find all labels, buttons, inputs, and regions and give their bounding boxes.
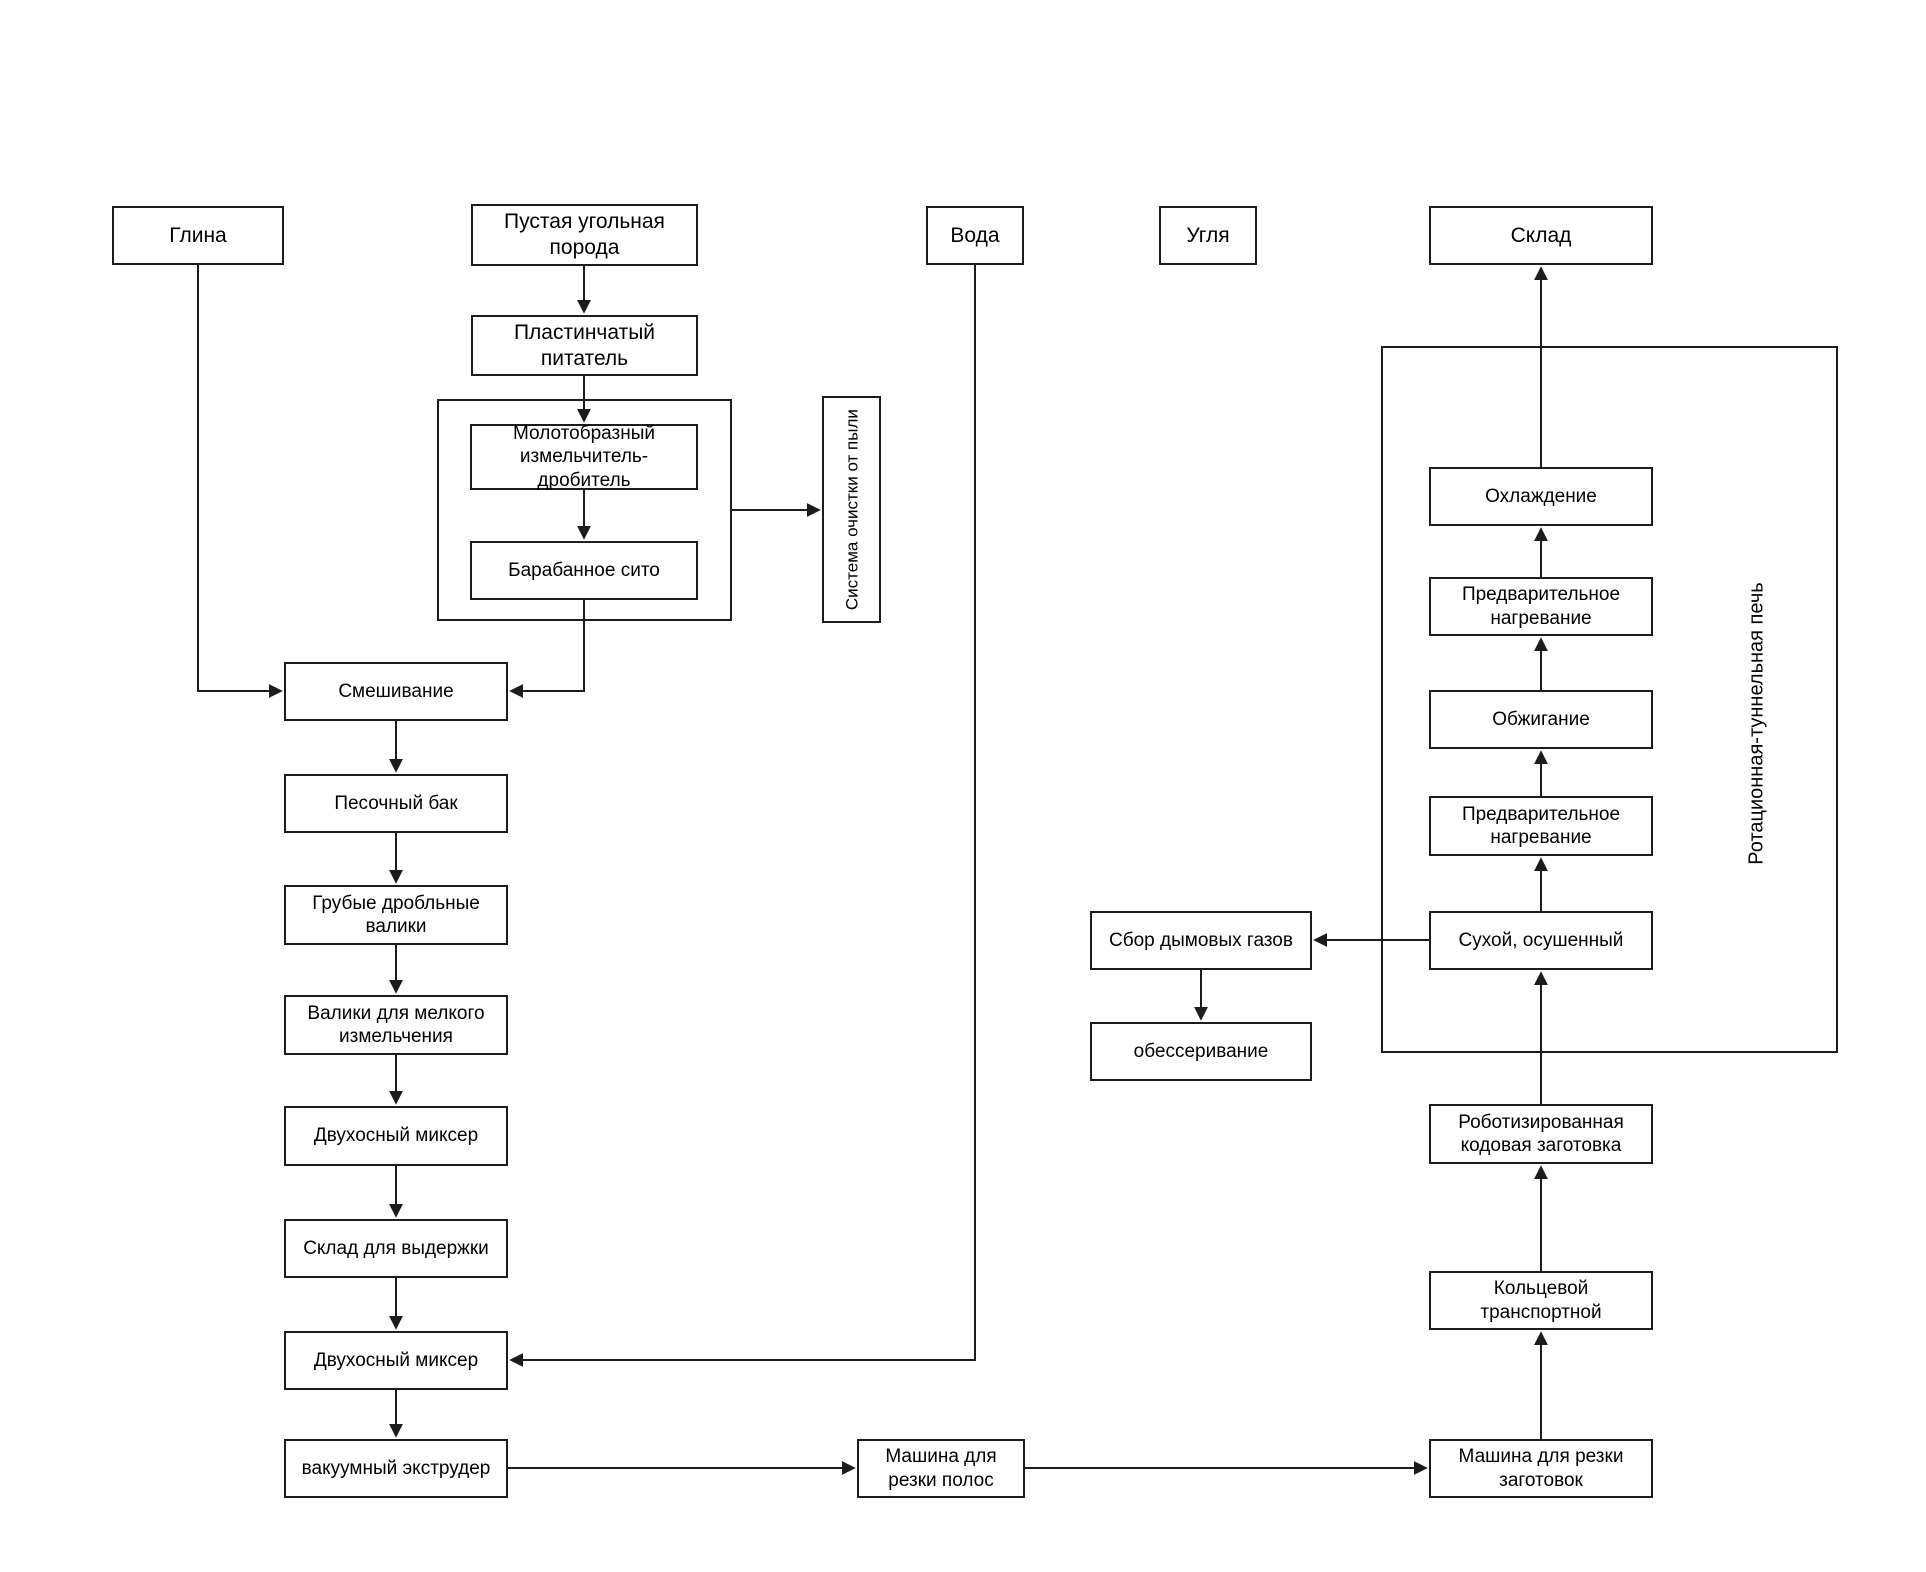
node-warehouse: Склад — [1429, 206, 1653, 265]
node-desulfurization: обессеривание — [1090, 1022, 1312, 1081]
node-flue-gas: Сбор дымовых газов — [1090, 911, 1312, 970]
arrow-clay-to-mixing — [197, 265, 283, 698]
node-blank-cutting: Машина для резки заготовок — [1429, 1439, 1653, 1498]
node-clay: Глина — [112, 206, 284, 265]
node-coal: Угля — [1159, 206, 1257, 265]
node-coarse-rollers: Грубые дробльные валики — [284, 885, 508, 945]
kiln-group-box — [1381, 346, 1838, 1053]
node-dust-system-label: Система очистки от пыли — [841, 409, 861, 610]
arrow-water-to-mixer2 — [509, 265, 976, 1367]
node-robotic-stacking: Роботизированная кодовая заготовка — [1429, 1104, 1653, 1164]
node-dust-system: Система очистки от пыли — [822, 396, 881, 623]
node-sand-tank: Песочный бак — [284, 774, 508, 833]
node-water: Вода — [926, 206, 1024, 265]
node-strip-cutting: Машина для резки полос — [857, 1439, 1025, 1498]
node-drum-sieve: Барабанное сито — [470, 541, 698, 600]
node-fine-rollers: Валики для мелкого измельчения — [284, 995, 508, 1055]
node-ring-transport: Кольцевой транспортной — [1429, 1271, 1653, 1330]
node-twin-shaft-mixer-1: Двухосный миксер — [284, 1106, 508, 1166]
node-cooling: Охлаждение — [1429, 467, 1653, 526]
node-hammer-crusher: Молотобразный измельчитель-дробитель — [470, 423, 698, 491]
node-preheat-upper: Предварительное нагревание — [1429, 577, 1653, 636]
arrow-sieve-to-mixing — [509, 600, 585, 698]
node-mixing: Смешивание — [284, 662, 508, 721]
node-aging-warehouse: Склад для выдержки — [284, 1219, 508, 1278]
kiln-label: Ротационная-туннельная печь — [1737, 523, 1777, 923]
node-drying: Сухой, осушенный — [1429, 911, 1653, 970]
node-gangue: Пустая угольная порода — [471, 204, 698, 266]
node-vacuum-extruder: вакуумный экструдер — [284, 1439, 508, 1498]
node-preheat-lower: Предварительное нагревание — [1429, 796, 1653, 856]
kiln-label-text: Ротационная-туннельная печь — [1745, 581, 1768, 865]
node-firing: Обжигание — [1429, 690, 1653, 749]
node-plate-feeder: Пластинчатый питатель — [471, 315, 698, 376]
node-twin-shaft-mixer-2: Двухосный миксер — [284, 1331, 508, 1390]
